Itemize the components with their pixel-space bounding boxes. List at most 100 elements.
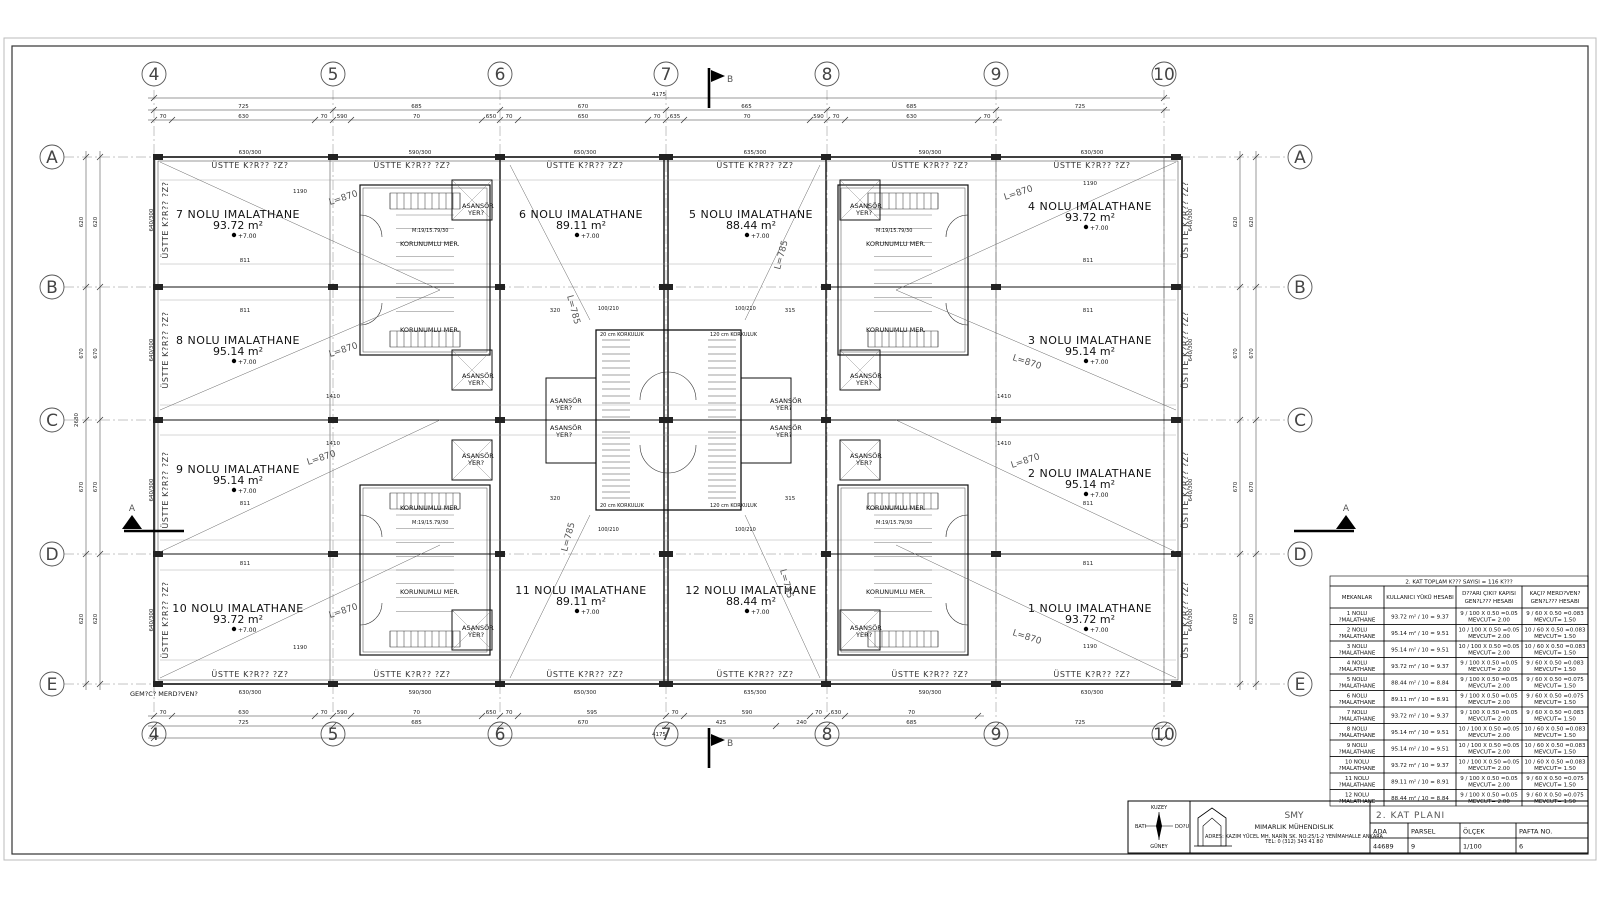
table-calc: 10 / 60 X 0.50 =0.083 (1525, 727, 1586, 733)
elevator-label: ASANSÖR (850, 201, 882, 210)
dim-inner-top-label: 70 (506, 114, 513, 120)
section-marker-A: A (122, 504, 184, 533)
grid-label-top: 5 (328, 65, 339, 85)
door-swing (359, 302, 383, 326)
section-arrow (1336, 515, 1356, 529)
dim-side-right-label: 620 (1249, 216, 1255, 227)
railing-label: 20 cm KORKULUK (600, 503, 645, 509)
dim-side-left-label: 670 (79, 348, 85, 359)
section-label: B (727, 75, 733, 85)
dim-side-left-inner-tick (96, 680, 104, 688)
stair-run (867, 492, 939, 510)
core-inner-wall (362, 487, 488, 653)
dim-811: 811 (240, 561, 251, 567)
elevator-shaft (451, 179, 493, 221)
grid-bubble-top (653, 61, 679, 87)
field-label: ÖLÇEK (1463, 827, 1485, 836)
elevator-label: ASANSÖR (462, 201, 494, 210)
structural-column (821, 284, 831, 290)
table-calc-line2: MEVCUT= 1.50 (1534, 799, 1576, 805)
dim-inner-bottom-tick (680, 712, 688, 720)
structural-column (495, 154, 505, 160)
roof-slope-line (895, 161, 1177, 291)
central-elevator-label: ASANSÖR (550, 396, 582, 405)
table-calc-line2: MEVCUT= 2.00 (1468, 766, 1510, 772)
table-space: 8 NOLU (1347, 727, 1368, 733)
grid-label-bottom: 10 (1153, 725, 1175, 745)
firm-logo (1194, 807, 1232, 847)
slope-length-label: L=870 (328, 341, 360, 360)
table-load: 93.72 m² / 10 = 9.37 (1391, 663, 1449, 670)
dim-inner-bottom-tick (841, 712, 849, 720)
table-calc-line2: MEVCUT= 1.50 (1534, 783, 1576, 789)
dim-side-left-tick (82, 153, 90, 161)
room-elevation: +7.00 (238, 627, 257, 634)
table-calc-line2: MEVCUT= 1.50 (1534, 684, 1576, 690)
dim-inner-bottom-label: 70 (321, 710, 328, 716)
field-value: 9 (1411, 843, 1415, 851)
grid-bubble-bottom (983, 721, 1009, 747)
beam-label-top: 630/300 (239, 150, 262, 156)
roof-label: ÜSTTE K?R?? ?Z? (891, 669, 968, 679)
structural-column (328, 284, 338, 290)
dim-outer-bottom-tick (823, 722, 831, 730)
table-calc: 9 / 60 X 0.50 =0.075 (1526, 776, 1584, 782)
field-value: 1/100 (1463, 843, 1482, 851)
field-value: 6 (1519, 843, 1523, 851)
elevator-label: ASANSÖR (850, 623, 882, 632)
elevation-marker (1083, 491, 1089, 497)
elevator-shaft (839, 349, 881, 391)
dim-side-left-label: 670 (79, 481, 85, 492)
dim-side-right-inner-label: 670 (1233, 481, 1239, 492)
roof-label: ÜSTTE K?R?? ?Z? (716, 669, 793, 679)
core-inner-wall (840, 487, 966, 653)
stair-run (867, 192, 939, 210)
table-load: 93.72 m² / 10 = 9.37 (1391, 713, 1449, 720)
core-wall (837, 484, 969, 656)
dim-1410: 1410 (997, 394, 1011, 400)
room-elevation: +7.00 (581, 609, 600, 616)
dim-side-right-label: 670 (1249, 348, 1255, 359)
dim-outer-bottom-label: 240 (796, 720, 807, 726)
core-inner-wall (362, 187, 488, 353)
structural-column (821, 551, 831, 557)
structural-column (821, 681, 831, 687)
dim-side-right-tick (1252, 550, 1260, 558)
roof-slope-line (744, 514, 821, 679)
grid-bubble-bottom (141, 721, 167, 747)
dim-side-left-label: 620 (79, 613, 85, 624)
dim-811: 811 (1083, 258, 1094, 264)
roof-label: ÜSTTE K?R?? ?Z? (1053, 669, 1130, 679)
table-calc: 10 / 100 X 0.50 =0.05 (1459, 727, 1520, 733)
text-layer: B B A A ÜSTTE K?R?? ?Z? ÜSTTE K?R?? ?Z? ÜSTTE … (122, 68, 1356, 768)
column-label-left: 640/300 (149, 338, 155, 361)
roof-slope-line (159, 161, 441, 291)
dim-inner-top-label: 650 (578, 114, 589, 120)
table-calc-line2: MEVCUT= 1.50 (1534, 618, 1576, 624)
dim-outer-top-label: 685 (906, 104, 917, 110)
fire-escape-label: GEM?C? MERD?VEN? (130, 690, 198, 698)
dim-total-left: 2680 (74, 413, 80, 427)
dim-side-right-tick (1252, 680, 1260, 688)
central-elevator-label-2: YER? (775, 404, 792, 412)
grid-bubble-right (1287, 671, 1313, 697)
compass-north: KUZEY (1151, 805, 1168, 811)
table-calc-line2: MEVCUT= 1.50 (1534, 700, 1576, 706)
beam-label-top: 630/300 (1081, 150, 1104, 156)
central-door-swing (667, 371, 697, 401)
section-label: A (1343, 504, 1350, 514)
sheet-inner-border (11, 45, 1589, 855)
central-elevator-left (545, 377, 597, 464)
dim-side-right-inner-tick (1236, 416, 1244, 424)
dim-outer-top-tick (823, 106, 831, 114)
dim-outer-bottom-tick (496, 722, 504, 730)
grid-label-top: 6 (495, 65, 506, 85)
compass-west: BATI (1135, 824, 1146, 830)
dim-side-left-inner-label: 620 (93, 613, 99, 624)
structural-column (153, 551, 163, 557)
section-label: B (727, 739, 733, 749)
dim-inner-top-tick (478, 116, 486, 124)
